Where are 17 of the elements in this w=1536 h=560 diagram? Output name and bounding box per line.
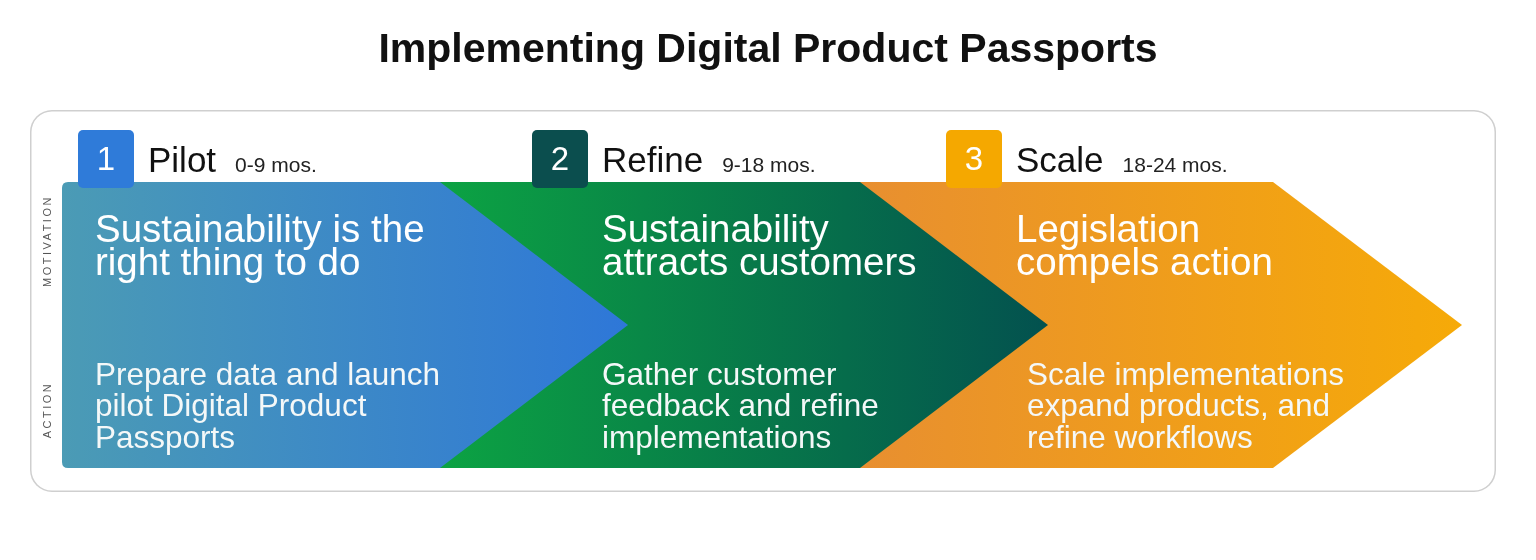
action-text: Prepare data and launch pilot Digital Product Passports	[95, 358, 441, 453]
action-text: Scale implementations expand products, and refine workflows	[1027, 358, 1345, 453]
step-number-badge: 2	[532, 130, 588, 188]
stage-heading: Pilot	[148, 140, 217, 180]
duration-label: 18-24 mos.	[1122, 153, 1228, 177]
row-label: MOTIVATION	[40, 195, 54, 287]
row-label: ACTION	[40, 381, 54, 439]
step-number-badge: 1	[78, 130, 134, 188]
motivation-text: Sustainability attracts customers	[602, 212, 918, 279]
duration-label: 9-18 mos.	[722, 153, 816, 177]
stage-heading: Scale	[1016, 140, 1104, 180]
action-text: Gather customer feedback and refine implementations	[602, 358, 880, 453]
panel-frame	[30, 110, 1496, 492]
duration-label: 0-9 mos.	[235, 153, 317, 177]
stage-heading: Refine	[602, 140, 704, 180]
step-number-badge: 3	[946, 130, 1002, 188]
diagram-title: Implementing Digital Product Passports	[378, 24, 1158, 72]
